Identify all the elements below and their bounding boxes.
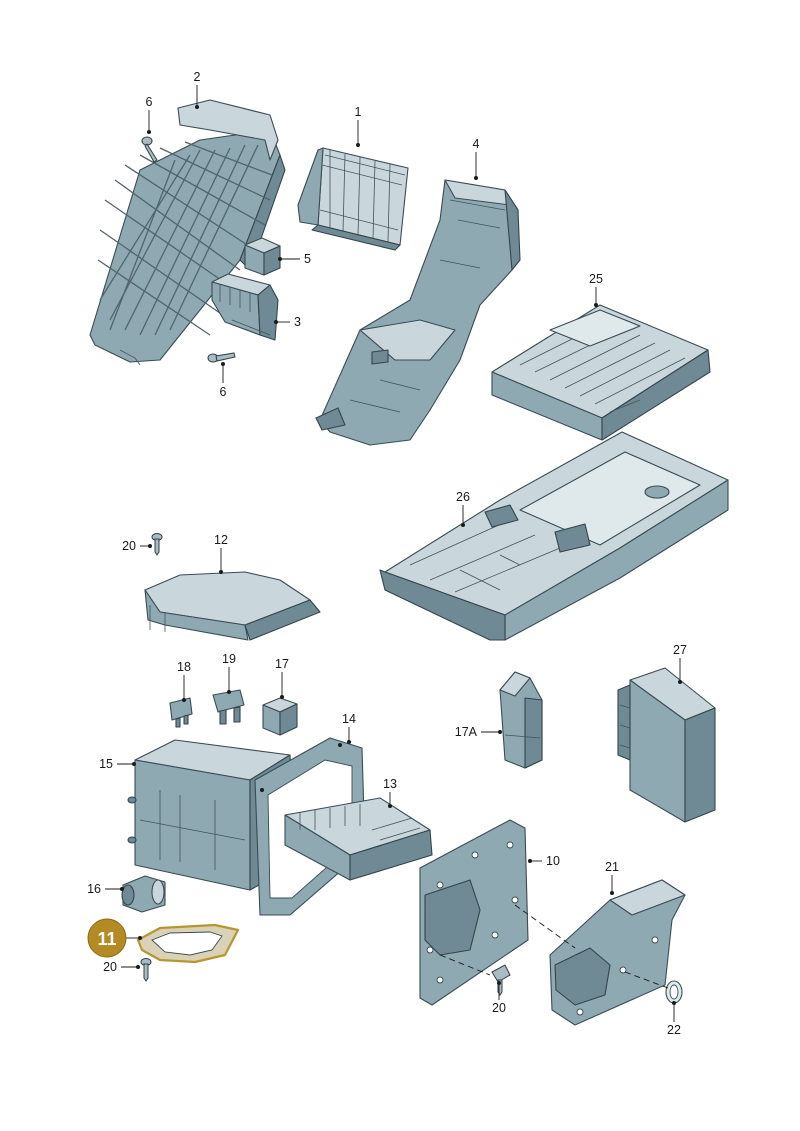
part-21-bracket[interactable] xyxy=(549,879,686,1026)
label-21[interactable]: 21 xyxy=(605,860,619,874)
label-14[interactable]: 14 xyxy=(342,712,356,726)
label-16[interactable]: 16 xyxy=(87,882,101,896)
part-12-cover[interactable] xyxy=(144,571,321,641)
label-6-upper[interactable]: 6 xyxy=(146,95,153,109)
badge-11-text: 11 xyxy=(97,929,116,949)
label-27[interactable]: 27 xyxy=(673,643,687,657)
part-19-fuse[interactable] xyxy=(212,689,245,725)
label-17[interactable]: 17 xyxy=(275,657,289,671)
label-20-cover[interactable]: 20 xyxy=(122,539,136,553)
label-5[interactable]: 5 xyxy=(304,252,311,266)
part-labels: 2 6 1 4 5 3 6 25 26 20 12 18 19 17 14 15… xyxy=(87,70,687,1037)
part-2-tray[interactable] xyxy=(89,99,286,366)
part-10-plate[interactable] xyxy=(419,819,529,1006)
leader-lines xyxy=(105,85,682,1022)
label-20-lower-left[interactable]: 20 xyxy=(103,960,117,974)
label-20-plate[interactable]: 20 xyxy=(492,1001,506,1015)
part-20-screw-lower-left[interactable] xyxy=(140,958,152,982)
part-17-relay[interactable] xyxy=(262,697,298,736)
part-13-fuse-carrier[interactable] xyxy=(284,797,433,881)
label-3[interactable]: 3 xyxy=(294,315,301,329)
part-27-control-unit[interactable] xyxy=(617,667,716,823)
label-12[interactable]: 12 xyxy=(214,533,228,547)
part-26-tray[interactable] xyxy=(379,431,729,641)
part-20-screw-cover[interactable] xyxy=(151,533,163,556)
part-6-screw-upper[interactable] xyxy=(141,136,158,163)
label-15[interactable]: 15 xyxy=(99,757,113,771)
part-1-control-unit[interactable] xyxy=(297,147,409,251)
part-5-relay[interactable] xyxy=(244,237,281,276)
part-11-gasket[interactable] xyxy=(136,923,240,964)
part-20-screw-plate[interactable] xyxy=(491,964,511,996)
alignment-lines xyxy=(439,904,669,989)
label-25[interactable]: 25 xyxy=(589,272,603,286)
label-22[interactable]: 22 xyxy=(667,1023,681,1037)
label-17a[interactable]: 17A xyxy=(455,725,478,739)
label-6-lower[interactable]: 6 xyxy=(220,385,227,399)
label-18[interactable]: 18 xyxy=(177,660,191,674)
label-26[interactable]: 26 xyxy=(456,490,470,504)
label-19[interactable]: 19 xyxy=(222,652,236,666)
part-6-screw-lower[interactable] xyxy=(207,352,236,363)
part-22-clip[interactable] xyxy=(665,980,683,1004)
label-10[interactable]: 10 xyxy=(546,854,560,868)
part-16-grommet[interactable] xyxy=(121,875,166,913)
label-2[interactable]: 2 xyxy=(194,70,201,84)
label-4[interactable]: 4 xyxy=(473,137,480,151)
part-18-fuse[interactable] xyxy=(169,697,193,728)
label-13[interactable]: 13 xyxy=(383,777,397,791)
label-1[interactable]: 1 xyxy=(355,105,362,119)
part-17a-relay-module[interactable] xyxy=(499,671,543,769)
part-25-module[interactable] xyxy=(491,304,711,441)
part-4-bracket[interactable] xyxy=(315,179,521,446)
callout-badge-11[interactable]: 11 xyxy=(87,918,127,958)
part-3-relay-carrier[interactable] xyxy=(211,273,279,341)
